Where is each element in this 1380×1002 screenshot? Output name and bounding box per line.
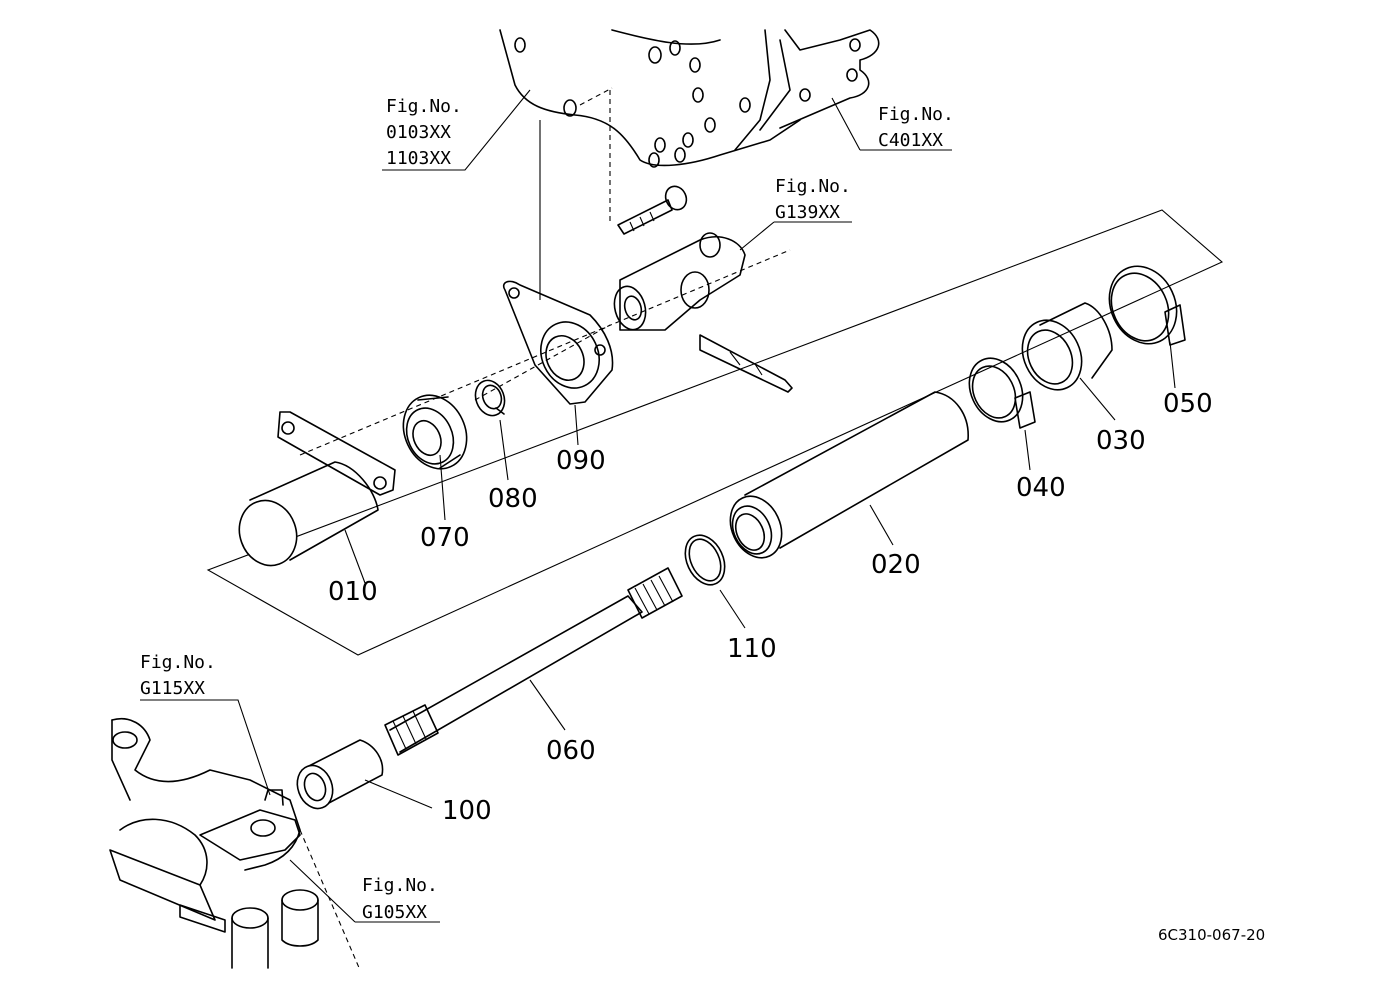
- fig-ref-g139-line1: Fig.No.: [775, 176, 851, 197]
- part-label-020: 020: [871, 550, 921, 580]
- fig-ref-g115-line1: Fig.No.: [140, 652, 216, 673]
- universal-joint-drawing: [613, 232, 793, 393]
- part-label-050: 050: [1163, 389, 1213, 419]
- fig-ref-c401-line1: Fig.No.: [878, 104, 954, 125]
- fig-ref-0103-line3: 1103XX: [386, 148, 451, 169]
- fig-ref-g115: Fig.No. G115XX: [140, 652, 216, 699]
- fig-ref-g105: Fig.No. G105XX: [362, 875, 438, 923]
- fig-ref-c401-line2: C401XX: [878, 130, 943, 151]
- part-040-hose-clamp: [968, 357, 1036, 429]
- fig-ref-g105-line2: G105XX: [362, 902, 427, 923]
- part-label-110: 110: [727, 634, 777, 664]
- fig-ref-0103-line2: 0103XX: [386, 122, 451, 143]
- part-110-o-ring: [684, 534, 726, 586]
- part-030-boot: [1021, 302, 1113, 391]
- part-090-holder: [502, 280, 614, 405]
- part-label-070: 070: [420, 523, 470, 553]
- part-label-010: 010: [328, 577, 378, 607]
- assembly-frame: [206, 209, 1224, 656]
- part-050-hose-clamp: [1108, 265, 1186, 346]
- fig-ref-0103-line1: Fig.No.: [386, 96, 462, 117]
- part-100-coupling: [296, 739, 384, 810]
- fig-ref-g139-line2: G139XX: [775, 202, 840, 223]
- fig-ref-c401: Fig.No. C401XX: [878, 104, 954, 151]
- part-label-090: 090: [556, 446, 606, 476]
- fig-ref-g115-line2: G115XX: [140, 678, 205, 699]
- drawing-code: 6C310-067-20: [1158, 926, 1265, 944]
- part-080-snap-ring: [474, 379, 506, 417]
- part-label-080: 080: [488, 484, 538, 514]
- leader-lines: [140, 87, 1176, 923]
- transmission-housing-drawing: [499, 29, 880, 168]
- fig-ref-g105-line1: Fig.No.: [362, 875, 438, 896]
- part-070-bearing: [402, 394, 468, 470]
- bolt-drawing: [617, 185, 688, 235]
- part-060-shaft: [384, 567, 683, 756]
- front-axle-bracket-drawing: [109, 718, 361, 971]
- part-label-030: 030: [1096, 426, 1146, 456]
- part-010-sleeve: [238, 411, 396, 567]
- fig-ref-g139: Fig.No. G139XX: [775, 176, 851, 223]
- fig-ref-0103: Fig.No. 0103XX 1103XX: [386, 96, 462, 169]
- part-label-100: 100: [442, 796, 492, 826]
- part-label-060: 060: [546, 736, 596, 766]
- part-label-040: 040: [1016, 473, 1066, 503]
- part-020-tube: [729, 391, 969, 559]
